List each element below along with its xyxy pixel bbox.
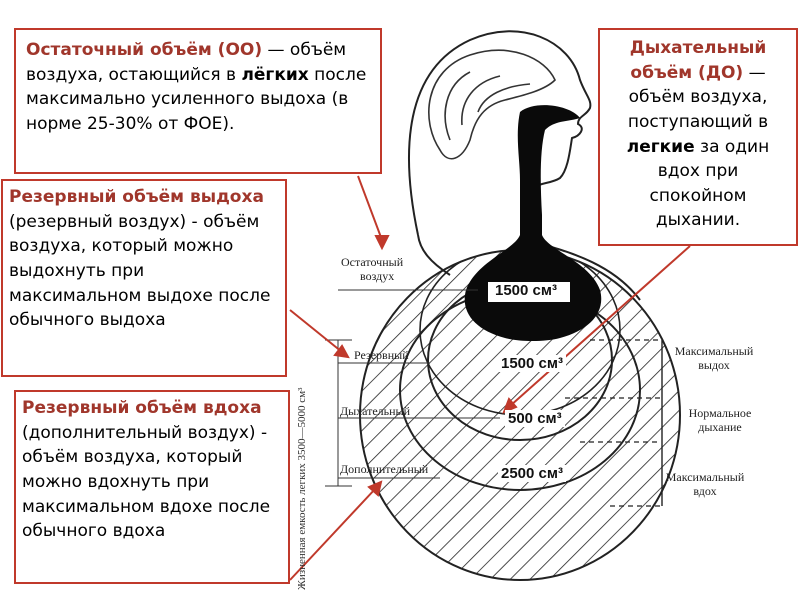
vital-capacity-caption: Жизненная емкость легких 3500—5000 см³ (296, 387, 308, 590)
residual-volume-text1: объём воздуха, остающийся в (26, 40, 347, 85)
inspiratory-reserve-text: (дополнительный воздух) - объём воздуха,… (22, 422, 271, 542)
tidal-volume-text1: объём воздуха, поступающий в (627, 87, 769, 132)
volume-residual: 1500 см³ (492, 282, 560, 299)
label-residual-air-2: воздух (360, 269, 395, 283)
expiratory-reserve-box: Резервный объём выдоха (резервный воздух… (1, 179, 287, 377)
label-residual-air-1: Остаточный (341, 255, 404, 269)
label-additional: Дополнительный (340, 462, 429, 476)
label-max-inhale-2: вдох (693, 484, 717, 499)
label-max-exhale-1: Максимальный (674, 344, 754, 358)
residual-volume-box: Остаточный объём (ОО) — объём воздуха, о… (14, 28, 382, 174)
tidal-volume-term: Дыхательный объём (ДО) (629, 38, 767, 83)
label-normal-breathing: Нормальное дыхание (660, 406, 780, 435)
expiratory-reserve-text: (резервный воздух) - объём воздуха, кото… (9, 211, 271, 331)
tidal-volume-text2: за один вдох при спокойном дыхании. (649, 136, 770, 231)
brain-icon (428, 49, 556, 160)
label-normal-2: дыхание (698, 420, 742, 435)
residual-volume-term: Остаточный объём (ОО) (26, 40, 263, 60)
label-max-inhale-1: Максимальный (665, 470, 745, 484)
expiratory-reserve-term: Резервный объём выдоха (9, 187, 264, 207)
volume-reserve: 1500 см³ (498, 355, 566, 372)
label-max-inhale: Максимальный вдох (645, 470, 765, 499)
label-normal-1: Нормальное (688, 406, 752, 420)
inspiratory-reserve-box: Резервный объём вдоха (дополнительный во… (14, 390, 290, 584)
tidal-volume-dash: — (743, 62, 766, 83)
label-max-exhale-2: выдох (698, 358, 730, 373)
airway (517, 105, 580, 250)
volume-tidal: 500 см³ (505, 410, 565, 427)
label-tidal: Дыхательный (340, 404, 411, 418)
label-max-exhale: Максимальный выдох (654, 344, 774, 373)
tidal-volume-box: Дыхательный объём (ДО) — объём воздуха, … (598, 28, 798, 246)
volume-additional: 2500 см³ (498, 465, 566, 482)
inspiratory-reserve-term: Резервный объём вдоха (22, 398, 262, 418)
tidal-volume-bold: легкие (626, 136, 695, 157)
residual-volume-bold: лёгких (241, 64, 309, 85)
residual-volume-text2: после максимально усиленного выдоха (в н… (26, 64, 367, 134)
residual-volume-dash: — (262, 40, 285, 60)
label-reserve: Резервный (354, 348, 409, 362)
